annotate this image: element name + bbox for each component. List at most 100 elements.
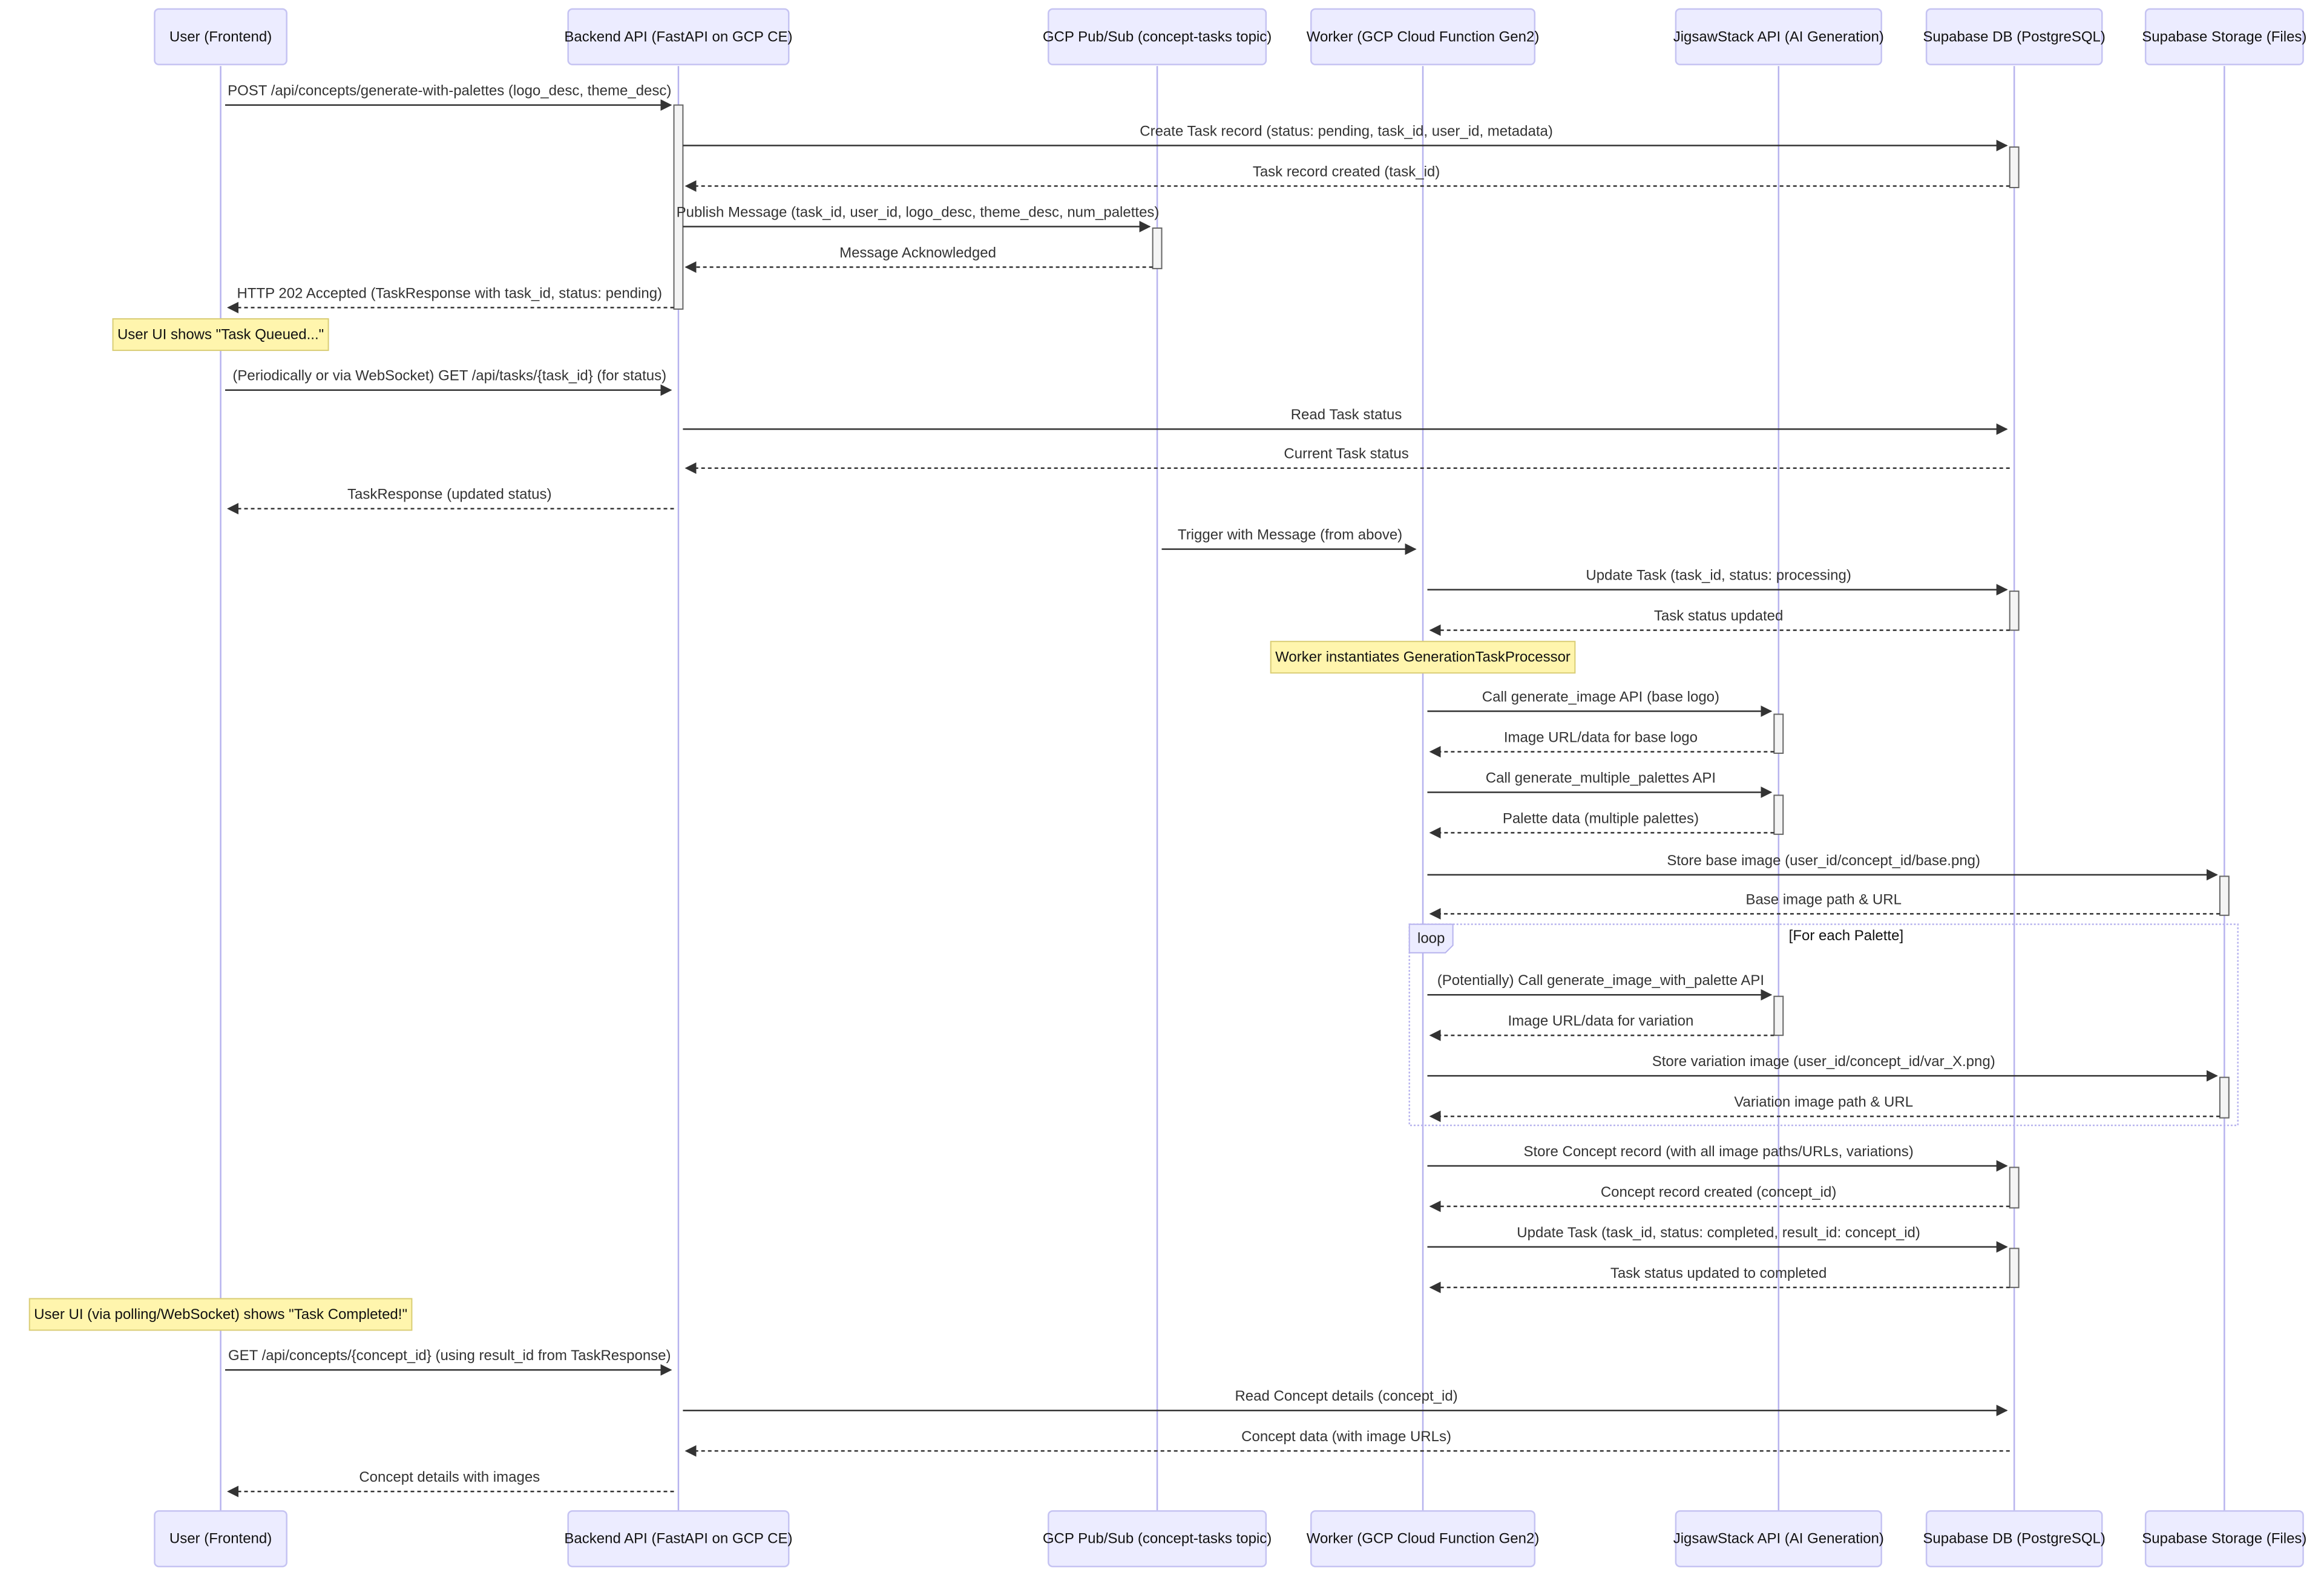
activation-bar-jigsaw <box>1773 713 1784 754</box>
message-label: HTTP 202 Accepted (TaskResponse with tas… <box>237 285 662 301</box>
message-db-to-worker: Task status updated <box>1429 608 2010 636</box>
actor-box <box>1925 8 2103 65</box>
actor-db-top: Supabase DB (PostgreSQL) <box>1923 8 2106 65</box>
actor-storage-bottom: Supabase Storage (Files) <box>2142 1510 2306 1568</box>
message-label: Concept details with images <box>359 1469 540 1485</box>
message-jigsaw-to-worker: Palette data (multiple palettes) <box>1429 810 1774 839</box>
actor-user-bottom: User (Frontend) <box>154 1510 287 1568</box>
message-pubsub-to-api: Message Acknowledged <box>684 244 1153 273</box>
message-label: Update Task (task_id, status: completed,… <box>1517 1225 1920 1241</box>
message-label: Concept data (with image URLs) <box>1241 1428 1451 1445</box>
message-label: Store Concept record (with all image pat… <box>1523 1144 1913 1160</box>
actor-label: Worker (GCP Cloud Function Gen2) <box>1307 1531 1540 1547</box>
message-label: POST /api/concepts/generate-with-palette… <box>228 83 671 99</box>
message-storage-to-worker: Base image path & URL <box>1429 891 2220 920</box>
actor-label: GCP Pub/Sub (concept-tasks topic) <box>1043 28 1272 45</box>
message-label: Store variation image (user_id/concept_i… <box>1652 1053 1995 1070</box>
message-label: Trigger with Message (from above) <box>1178 527 1402 543</box>
note-over-user: User UI (via polling/WebSocket) shows "T… <box>28 1298 413 1331</box>
actor-label: User (Frontend) <box>169 28 272 45</box>
note-over-worker: Worker instantiates GenerationTaskProces… <box>1270 641 1576 674</box>
actor-box <box>1310 1510 1536 1568</box>
message-api-to-user: TaskResponse (updated status) <box>227 486 674 515</box>
actor-box <box>154 1510 287 1568</box>
message-label: GET /api/concepts/{concept_id} (using re… <box>228 1347 671 1364</box>
message-worker-to-storage: Store base image (user_id/concept_id/bas… <box>1427 852 2218 881</box>
actor-box <box>567 8 790 65</box>
actor-db-bottom: Supabase DB (PostgreSQL) <box>1923 1510 2106 1568</box>
activation-bar-db <box>2009 1167 2020 1209</box>
activation-bar-api <box>673 104 684 310</box>
actor-pubsub-top: GCP Pub/Sub (concept-tasks topic) <box>1043 8 1272 65</box>
actor-box <box>1048 1510 1267 1568</box>
actor-pubsub-bottom: GCP Pub/Sub (concept-tasks topic) <box>1043 1510 1272 1568</box>
actor-storage-top: Supabase Storage (Files) <box>2142 8 2306 65</box>
message-label: Update Task (task_id, status: processing… <box>1586 568 1851 584</box>
actor-label: User (Frontend) <box>169 1531 272 1547</box>
message-api-to-db: Create Task record (status: pending, tas… <box>683 123 2008 152</box>
actor-worker-bottom: Worker (GCP Cloud Function Gen2) <box>1307 1510 1540 1568</box>
message-label: Current Task status <box>1284 446 1408 462</box>
actor-box <box>2144 1510 2304 1568</box>
actor-box <box>154 8 287 65</box>
message-label: Palette data (multiple palettes) <box>1503 810 1699 826</box>
activation-bar-jigsaw <box>1773 794 1784 835</box>
message-label: Publish Message (task_id, user_id, logo_… <box>677 204 1160 220</box>
actor-api-bottom: Backend API (FastAPI on GCP CE) <box>564 1510 792 1568</box>
message-label: Concept record created (concept_id) <box>1601 1184 1837 1200</box>
message-db-to-api: Current Task status <box>684 446 2010 474</box>
actor-label: Supabase Storage (Files) <box>2142 28 2306 45</box>
note-box <box>1270 641 1576 674</box>
loop-tag-label: loop <box>1417 931 1445 947</box>
message-label: Store base image (user_id/concept_id/bas… <box>1667 852 1980 869</box>
activation-bar-storage <box>2219 875 2230 916</box>
message-label: Read Task status <box>1291 407 1402 423</box>
actor-label: Worker (GCP Cloud Function Gen2) <box>1307 28 1540 45</box>
actor-label: GCP Pub/Sub (concept-tasks topic) <box>1043 1531 1272 1547</box>
actor-api-top: Backend API (FastAPI on GCP CE) <box>564 8 792 65</box>
message-api-to-db: Read Task status <box>683 407 2008 435</box>
message-worker-to-jigsaw: Call generate_image API (base logo) <box>1427 689 1773 718</box>
activation-bar-db <box>2009 591 2020 631</box>
message-label: Task status updated to completed <box>1610 1265 1827 1281</box>
actor-label: JigsawStack API (AI Generation) <box>1673 28 1884 45</box>
message-label: Base image path & URL <box>1745 891 1901 908</box>
loop-condition: [For each Palette] <box>1789 928 1903 944</box>
actor-label: JigsawStack API (AI Generation) <box>1673 1531 1884 1547</box>
note-box <box>28 1298 413 1331</box>
note-label: Worker instantiates GenerationTaskProces… <box>1275 649 1571 666</box>
message-label: Create Task record (status: pending, tas… <box>1140 123 1553 140</box>
message-label: TaskResponse (updated status) <box>347 486 552 503</box>
note-label: User UI shows "Task Queued..." <box>117 327 324 343</box>
loop-tag-box <box>1408 923 1454 954</box>
message-label: Variation image path & URL <box>1734 1094 1913 1110</box>
message-label: (Periodically or via WebSocket) GET /api… <box>232 368 666 384</box>
message-jigsaw-to-worker: Image URL/data for variation <box>1429 1013 1774 1041</box>
message-api-to-db: Read Concept details (concept_id) <box>683 1388 2008 1416</box>
message-api-to-user: HTTP 202 Accepted (TaskResponse with tas… <box>227 285 674 313</box>
message-api-to-pubsub: Publish Message (task_id, user_id, logo_… <box>677 204 1160 232</box>
note-box <box>112 318 329 352</box>
message-user-to-api: GET /api/concepts/{concept_id} (using re… <box>225 1347 672 1376</box>
message-worker-to-db: Update Task (task_id, status: processing… <box>1427 568 2008 596</box>
message-worker-to-db: Store Concept record (with all image pat… <box>1427 1144 2008 1172</box>
message-label: Task record created (task_id) <box>1253 163 1440 180</box>
actor-user-top: User (Frontend) <box>154 8 287 65</box>
actor-label: Backend API (FastAPI on GCP CE) <box>564 28 792 45</box>
message-worker-to-jigsaw: (Potentially) Call generate_image_with_p… <box>1427 972 1773 1001</box>
message-label: (Potentially) Call generate_image_with_p… <box>1437 972 1764 989</box>
actor-box <box>1675 8 1882 65</box>
actor-box <box>567 1510 790 1568</box>
activation-bar-pubsub <box>1152 227 1163 269</box>
message-label: Image URL/data for variation <box>1508 1013 1694 1029</box>
message-db-to-worker: Concept record created (concept_id) <box>1429 1184 2010 1212</box>
message-label: Message Acknowledged <box>839 244 996 261</box>
actor-worker-top: Worker (GCP Cloud Function Gen2) <box>1307 8 1540 65</box>
actor-box <box>1675 1510 1882 1568</box>
actor-jigsaw-bottom: JigsawStack API (AI Generation) <box>1673 1510 1884 1568</box>
message-jigsaw-to-worker: Image URL/data for base logo <box>1429 729 1774 758</box>
actor-jigsaw-top: JigsawStack API (AI Generation) <box>1673 8 1884 65</box>
message-db-to-api: Concept data (with image URLs) <box>684 1428 2010 1457</box>
actor-box <box>1925 1510 2103 1568</box>
